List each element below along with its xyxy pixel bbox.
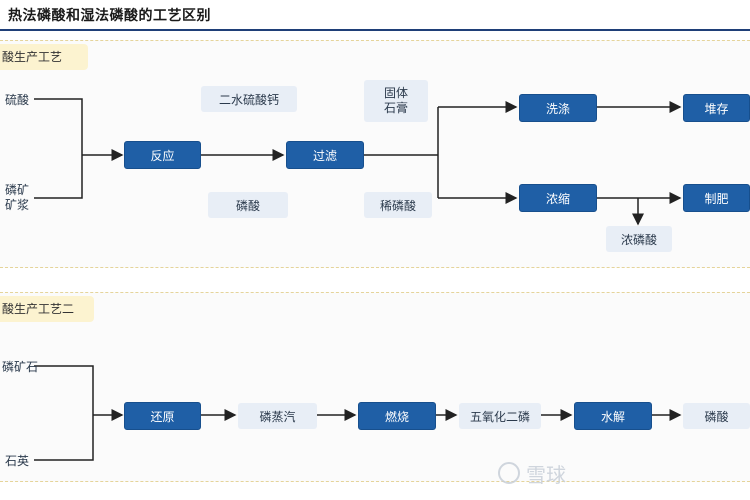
- watermark-logo-icon: [498, 462, 520, 484]
- byproduct-gypsum-dihydrate: 二水硫酸钙: [201, 86, 297, 112]
- title-rule: [0, 29, 750, 31]
- process-two-section: [0, 292, 750, 482]
- solid-gypsum-line2: 石膏: [383, 101, 408, 115]
- node-stack: 堆存: [683, 94, 750, 122]
- process-one-label: 酸生产工艺: [0, 44, 88, 70]
- input-sulfuric-acid: 硫酸: [4, 92, 29, 107]
- node-make-fertilizer: 制肥: [683, 184, 750, 212]
- output-phosphoric-acid: 磷酸: [683, 403, 750, 429]
- input-phosphate-line2: 矿浆: [4, 198, 29, 212]
- node-reaction: 反应: [124, 141, 201, 169]
- node-concentrate: 浓缩: [519, 184, 597, 212]
- node-phosphorus-pentoxide: 五氧化二磷: [459, 403, 541, 429]
- node-hydrolysis: 水解: [574, 402, 652, 430]
- input-phosphate-slurry: 磷矿 矿浆: [0, 180, 34, 216]
- input-phosphate-rock: 磷矿石: [1, 359, 38, 374]
- node-burn: 燃烧: [358, 402, 436, 430]
- byproduct-dilute-acid: 稀磷酸: [364, 192, 432, 218]
- process-two-label: 酸生产工艺二: [0, 296, 94, 322]
- watermark: 雪球: [498, 456, 750, 490]
- output-concentrated-acid: 浓磷酸: [606, 226, 672, 252]
- byproduct-solid-gypsum: 固体 石膏: [364, 80, 428, 122]
- input-phosphate-line1: 磷矿: [4, 183, 29, 197]
- watermark-text: 雪球: [526, 462, 566, 487]
- byproduct-phosphoric-acid: 磷酸: [208, 192, 288, 218]
- node-phosphorus-vapor: 磷蒸汽: [238, 403, 317, 429]
- solid-gypsum-line1: 固体: [383, 86, 408, 100]
- node-wash: 洗涤: [519, 94, 597, 122]
- node-filter: 过滤: [286, 141, 364, 169]
- node-reduce: 还原: [124, 402, 201, 430]
- input-quartz: 石英: [4, 453, 29, 468]
- page-title: 热法磷酸和湿法磷酸的工艺区别: [8, 8, 211, 24]
